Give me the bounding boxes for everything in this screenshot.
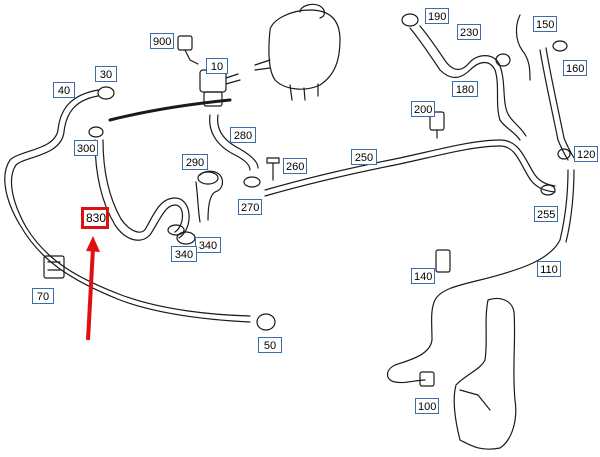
callout-110: 110	[537, 261, 561, 277]
callout-830-highlighted: 830	[81, 207, 109, 229]
callout-260: 260	[283, 158, 307, 174]
callout-255: 255	[534, 206, 558, 222]
hose-180	[409, 25, 527, 141]
callout-100: 100	[415, 398, 439, 414]
expansion-tank	[254, 3, 341, 101]
valve-200	[429, 111, 445, 139]
callout-270: 270	[238, 199, 262, 215]
callout-40: 40	[53, 82, 75, 98]
callout-30: 30	[95, 66, 117, 82]
callout-10: 10	[206, 58, 228, 74]
callout-290: 290	[182, 154, 208, 170]
hose-300-830	[94, 139, 190, 241]
callout-300: 300	[74, 140, 98, 156]
hose-250	[264, 139, 556, 197]
callout-280: 280	[230, 127, 256, 143]
callout-230: 230	[457, 24, 481, 40]
bolt-260	[266, 157, 280, 181]
callout-340-right: 340	[195, 237, 221, 253]
bracket-70	[43, 255, 65, 279]
hose-110	[386, 169, 575, 384]
callout-900: 900	[150, 33, 174, 49]
callout-190: 190	[425, 8, 449, 24]
callout-180: 180	[452, 81, 478, 97]
hose-40	[4, 89, 251, 323]
callout-200: 200	[411, 101, 435, 117]
reservoir-100	[419, 297, 517, 450]
highlight-arrow	[86, 236, 100, 341]
callout-50: 50	[258, 337, 282, 353]
hose-150-160	[515, 14, 575, 161]
callout-120: 120	[574, 146, 598, 162]
pump-assembly	[108, 69, 241, 122]
connector-900	[177, 35, 199, 65]
callout-340-left: 340	[171, 246, 197, 262]
callout-150: 150	[533, 16, 557, 32]
hose-290	[195, 170, 224, 223]
callout-160: 160	[563, 60, 587, 76]
callout-250: 250	[351, 149, 377, 165]
valve-140	[435, 249, 451, 273]
callout-70: 70	[32, 288, 54, 304]
callout-140: 140	[411, 268, 435, 284]
hose-280	[209, 114, 259, 171]
